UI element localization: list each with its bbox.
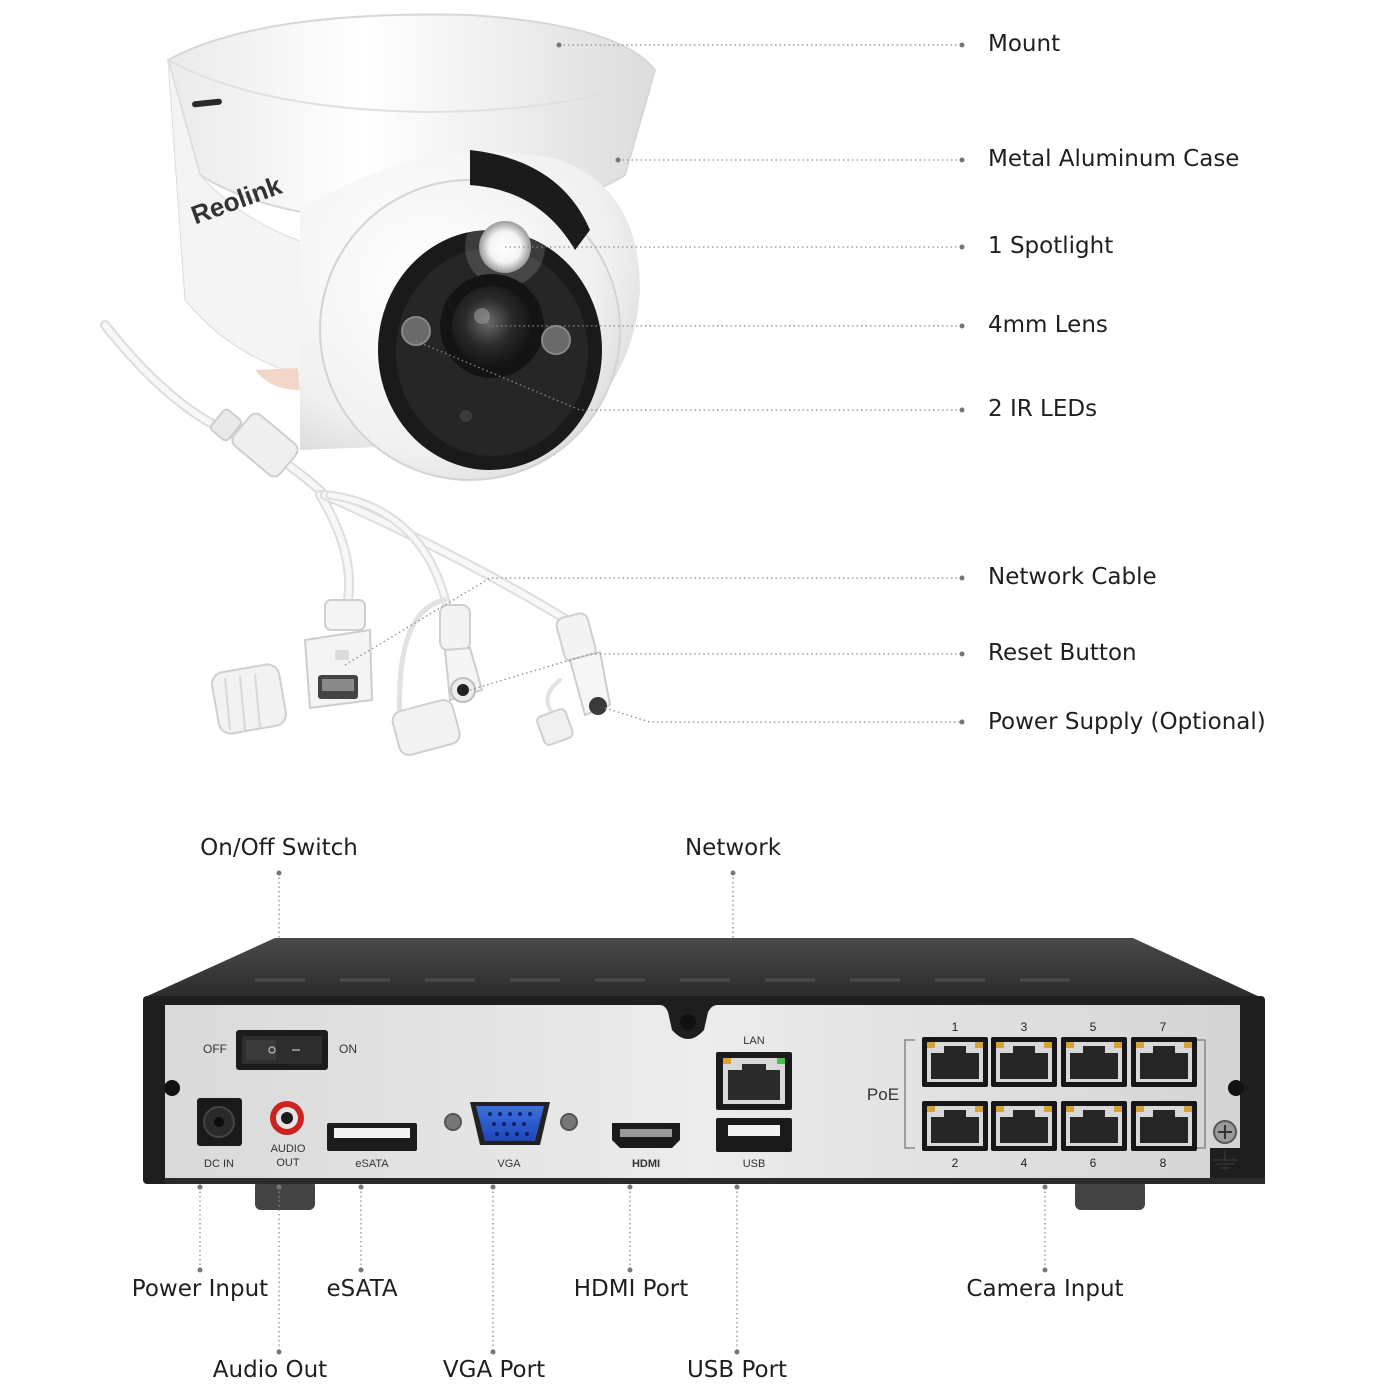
switch-off-label: OFF: [203, 1042, 227, 1056]
callout-power-supply: Power Supply (Optional): [988, 709, 1266, 735]
port-number: 7: [1160, 1020, 1167, 1034]
port-number: 3: [1021, 1020, 1028, 1034]
ir-led-right-icon: [541, 325, 571, 355]
callout-power-input: Power Input: [131, 1276, 269, 1302]
callout-reset-button: Reset Button: [988, 640, 1137, 666]
callout-spotlight: 1 Spotlight: [988, 233, 1114, 259]
vga-label: VGA: [497, 1158, 521, 1170]
callout-usb-port: USB Port: [686, 1357, 788, 1383]
callout-audio-out: Audio Out: [212, 1357, 328, 1383]
callout-on-off-switch: On/Off Switch: [200, 835, 358, 861]
switch-on-label: ON: [339, 1042, 357, 1056]
audio-out-label-1: AUDIO: [271, 1143, 306, 1155]
ir-led-left-icon: [401, 316, 431, 346]
audio-out-label-2: OUT: [276, 1157, 300, 1169]
callout-mount: Mount: [988, 31, 1061, 57]
callout-network: Network: [684, 835, 782, 861]
nvr-leader-dots: [197, 870, 1048, 1355]
callout-ir-leds: 2 IR LEDs: [988, 396, 1098, 422]
dc-in-label: DC IN: [204, 1158, 234, 1170]
esata-label: eSATA: [355, 1158, 389, 1170]
port-number: 8: [1160, 1156, 1167, 1170]
rj45-connector: [211, 599, 374, 735]
usb-label: USB: [743, 1158, 766, 1170]
reset-connector: [391, 604, 484, 756]
camera-illustration: Reolink: [100, 13, 657, 756]
cable-gland: [209, 408, 299, 478]
nvr-illustration: OFF ON DC IN AUDIO OUT eSATA VGA HDMI: [143, 938, 1265, 1210]
callout-metal-aluminum-case: Metal Aluminum Case: [988, 146, 1240, 172]
callout-network-cable: Network Cable: [988, 564, 1157, 590]
callout-camera-input: Camera Input: [966, 1276, 1124, 1302]
hdmi-label: HDMI: [632, 1158, 660, 1170]
callout-vga-port: VGA Port: [442, 1357, 546, 1383]
poe-label: PoE: [867, 1085, 899, 1104]
power-connector: [536, 612, 612, 746]
port-number: 1: [952, 1020, 959, 1034]
port-number: 6: [1090, 1156, 1097, 1170]
callout-hdmi-port: HDMI Port: [573, 1276, 689, 1302]
port-number: 5: [1090, 1020, 1097, 1034]
callout-esata: eSATA: [326, 1276, 398, 1302]
nvr-leader-lines: [199, 873, 1046, 1350]
camera-leader-lines: [344, 44, 960, 723]
lan-label: LAN: [743, 1035, 764, 1047]
poe-ports-icon: [922, 1037, 1197, 1151]
callout-lens: 4mm Lens: [988, 312, 1108, 338]
camera-face: [378, 207, 602, 470]
camera-leader-dots: [556, 42, 965, 725]
port-number: 2: [952, 1156, 959, 1170]
port-number: 4: [1021, 1156, 1028, 1170]
